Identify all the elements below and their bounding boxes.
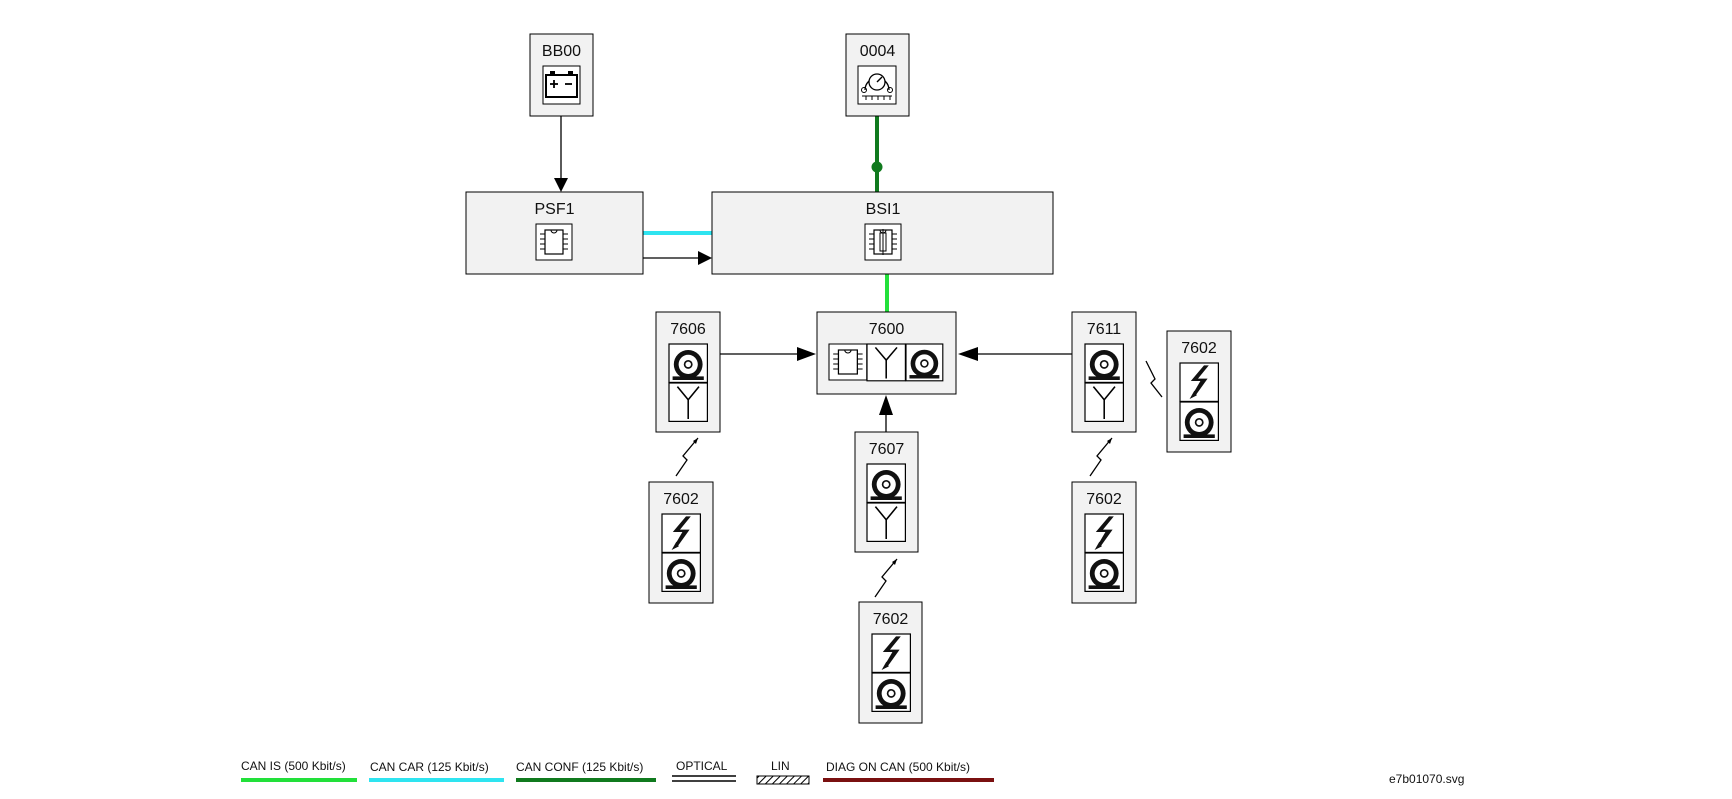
module-label: BB00: [542, 43, 581, 60]
chip-icon: [828, 343, 868, 381]
radio-link-icon: [1089, 437, 1113, 477]
instrument-cluster-icon: [857, 65, 897, 105]
can-conf-node: [871, 161, 883, 173]
lightning-icon: [1179, 362, 1220, 402]
module-7602-right-side[interactable]: 7602: [1166, 330, 1232, 453]
antenna-icon: [1084, 382, 1125, 423]
speaker-icon: [1179, 401, 1220, 442]
legend-item-lin: LIN: [756, 759, 810, 785]
chip-fuse-icon: [864, 223, 902, 261]
lightning-icon: [661, 513, 702, 554]
arrow-head: [554, 178, 568, 192]
module-label: 7602: [1086, 491, 1122, 508]
arrow-head: [958, 347, 978, 361]
radio-link-icon: [874, 558, 898, 598]
module-label: BSI1: [866, 201, 901, 218]
speaker-icon: [1084, 552, 1125, 593]
lightning-icon: [871, 633, 912, 674]
radio-link-icon: [675, 437, 699, 477]
module-bsi1[interactable]: BSI1: [711, 191, 1054, 275]
module-psf1[interactable]: PSF1: [465, 191, 644, 275]
legend-label: CAN CONF (125 Kbit/s): [516, 760, 643, 774]
module-label: PSF1: [534, 201, 574, 218]
module-7611[interactable]: 7611: [1071, 311, 1137, 433]
legend-item-diag-on-can: DIAG ON CAN (500 Kbit/s): [823, 760, 994, 782]
antenna-icon: [866, 502, 907, 543]
legend-item-optical: OPTICAL: [672, 759, 736, 782]
lightning-icon: [1084, 513, 1125, 554]
module-7607[interactable]: 7607: [854, 431, 919, 553]
arrow-head: [879, 395, 893, 415]
antenna-icon: [668, 382, 709, 423]
legend: CAN IS (500 Kbit/s) CAN CAR (125 Kbit/s)…: [241, 759, 994, 785]
module-0004[interactable]: 0004: [845, 33, 910, 117]
module-7602-right-bottom[interactable]: 7602: [1071, 481, 1137, 604]
module-label: 7602: [1181, 340, 1217, 357]
module-7602-left[interactable]: 7602: [648, 481, 714, 604]
arrow-head: [797, 347, 816, 361]
module-label: 7611: [1087, 321, 1122, 338]
speaker-icon: [1084, 343, 1125, 384]
module-label: 7600: [869, 321, 905, 338]
speaker-icon: [871, 672, 912, 713]
legend-item-can-conf: CAN CONF (125 Kbit/s): [516, 760, 656, 782]
chip-icon: [535, 223, 573, 261]
legend-label: CAN CAR (125 Kbit/s): [370, 760, 489, 774]
radio-link-icon: [1145, 360, 1163, 398]
file-name: e7b01070.svg: [1389, 772, 1464, 786]
module-label: 0004: [860, 43, 896, 60]
module-7600[interactable]: 7600: [816, 311, 957, 395]
speaker-icon: [668, 343, 709, 384]
legend-item-can-is: CAN IS (500 Kbit/s): [241, 759, 357, 782]
antenna-icon: [866, 343, 907, 382]
module-label: 7606: [670, 321, 706, 338]
arrow-head: [698, 251, 712, 265]
legend-label: OPTICAL: [676, 759, 728, 773]
legend-label: DIAG ON CAN (500 Kbit/s): [826, 760, 970, 774]
module-label: 7602: [873, 611, 909, 628]
module-label: 7602: [663, 491, 699, 508]
module-label: 7607: [869, 441, 905, 458]
module-7602-middle[interactable]: 7602: [858, 601, 923, 724]
module-7606[interactable]: 7606: [655, 311, 721, 433]
speaker-icon: [866, 463, 907, 504]
speaker-icon: [905, 343, 944, 382]
module-bb00[interactable]: BB00: [529, 33, 594, 117]
legend-label: CAN IS (500 Kbit/s): [241, 759, 346, 773]
battery-icon: [542, 65, 581, 105]
legend-label: LIN: [771, 759, 790, 773]
legend-item-can-car: CAN CAR (125 Kbit/s): [369, 760, 504, 782]
speaker-icon: [661, 552, 702, 593]
